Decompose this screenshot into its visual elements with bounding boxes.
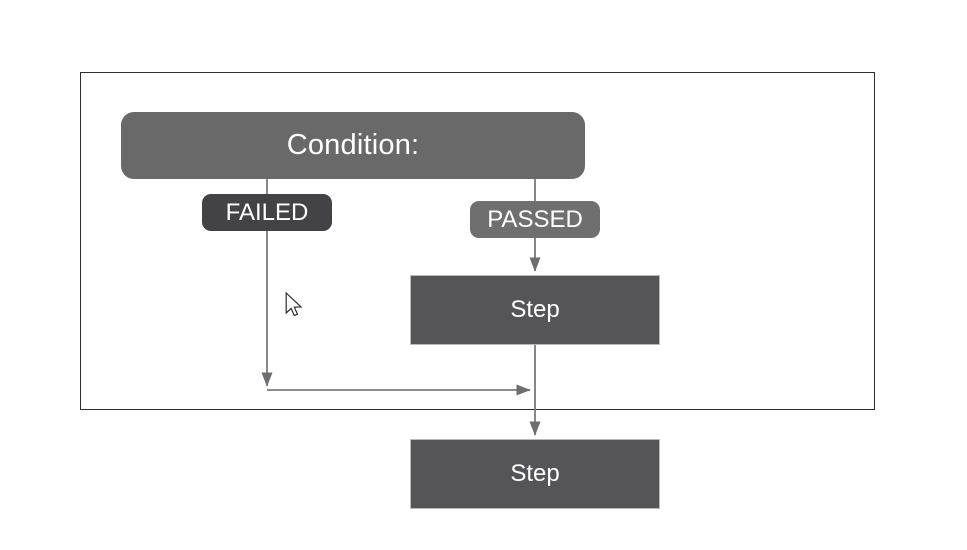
edge-label-failed[interactable]: FAILED (202, 194, 332, 231)
condition-node[interactable]: Condition: (121, 112, 585, 179)
edge-label-passed[interactable]: PASSED (470, 201, 600, 238)
step-node-passed[interactable]: Step (410, 275, 660, 345)
edge-label-failed-text: FAILED (225, 198, 309, 226)
step-node-passed-label: Step (510, 296, 560, 323)
step-node-merge-label: Step (510, 460, 560, 487)
edge-label-passed-text: PASSED (487, 205, 583, 233)
step-node-merge[interactable]: Step (410, 439, 660, 509)
condition-node-label: Condition: (286, 129, 420, 161)
condition-scope-frame (80, 72, 875, 410)
mouse-pointer-icon (285, 292, 303, 317)
